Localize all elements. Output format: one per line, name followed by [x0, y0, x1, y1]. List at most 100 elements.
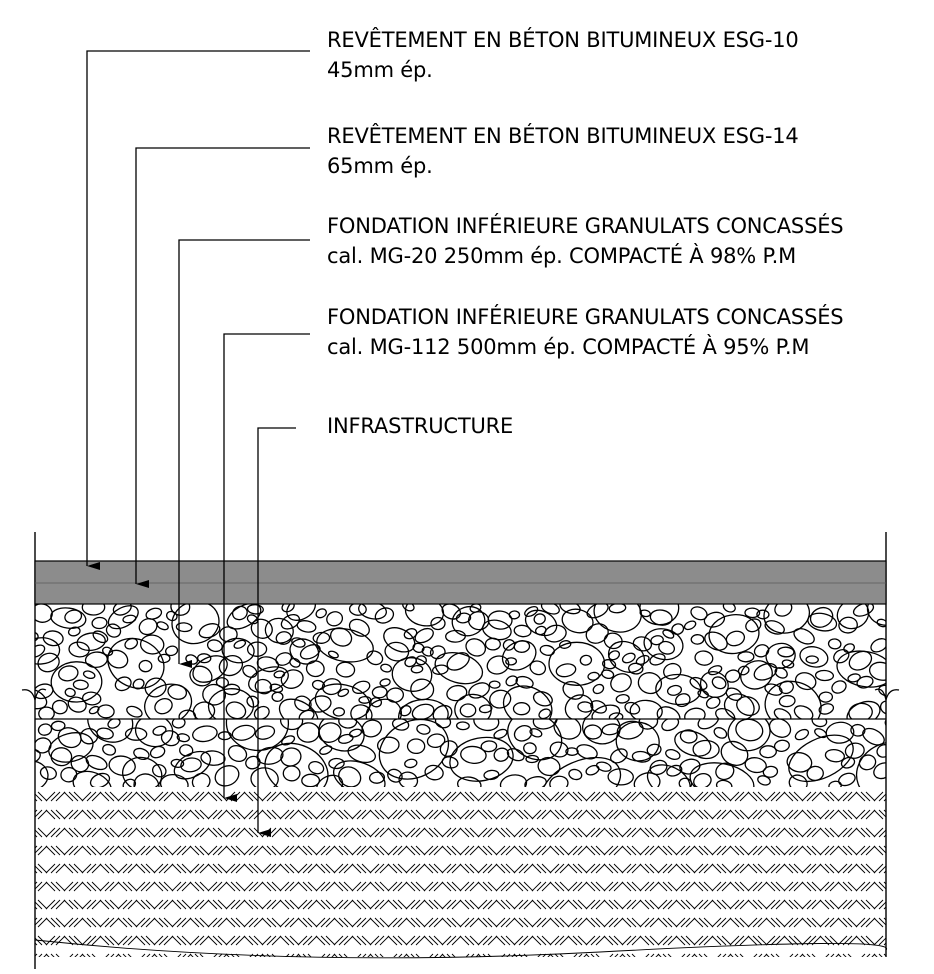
mg20-small-stone — [366, 650, 384, 666]
soil-hatch-stroke — [801, 827, 812, 838]
soil-hatch-stroke — [541, 827, 552, 838]
mg112-small-stone — [480, 740, 498, 753]
mg20-stone — [561, 608, 594, 634]
soil-hatch-stroke — [883, 917, 886, 921]
soil-hatch-stroke — [153, 935, 164, 946]
soil-hatch-stroke — [698, 845, 709, 856]
soil-hatch-stroke — [343, 935, 354, 946]
soil-hatch-stroke — [541, 899, 552, 910]
soil-hatch-stroke — [897, 828, 906, 837]
soil-hatch-stroke — [182, 953, 187, 957]
soil-hatch-stroke — [752, 845, 763, 856]
soil-hatch-stroke — [140, 881, 151, 892]
soil-hatch-stroke — [878, 793, 886, 802]
soil-hatch-stroke — [757, 899, 768, 910]
soil-hatch-stroke — [145, 827, 156, 838]
soil-hatch-stroke — [325, 935, 336, 946]
soil-hatch-stroke — [158, 935, 169, 946]
soil-hatch-stroke — [487, 809, 498, 820]
soil-hatch-stroke — [662, 917, 673, 928]
soil-hatch-stroke — [752, 917, 763, 928]
mg112-small-stone — [50, 720, 66, 732]
mg20-small-stone — [81, 691, 102, 706]
soil-hatch-stroke — [505, 827, 516, 838]
soil-hatch-stroke — [140, 827, 151, 838]
mg112-stone — [264, 742, 329, 787]
soil-hatch-stroke — [127, 935, 138, 946]
soil-hatch-stroke — [883, 870, 886, 874]
soil-hatch-stroke — [847, 809, 858, 820]
soil-hatch-stroke — [439, 953, 444, 957]
soil-hatch-stroke — [194, 953, 199, 957]
soil-hatch-stroke — [99, 791, 110, 802]
soil-hatch-stroke — [892, 954, 901, 963]
soil-hatch-stroke — [847, 953, 852, 957]
soil-hatch-stroke — [110, 953, 115, 957]
mg20-small-stone — [299, 644, 321, 660]
soil-hatch-stroke — [603, 881, 614, 892]
soil-hatch-stroke — [523, 899, 534, 910]
soil-hatch-stroke — [518, 845, 529, 856]
soil-hatch-stroke — [243, 899, 254, 910]
soil-hatch-stroke — [675, 899, 686, 910]
soil-hatch-stroke — [207, 899, 218, 910]
mg20-aggregate-layer — [35, 604, 886, 719]
soil-hatch-stroke — [50, 935, 61, 946]
soil-hatch-stroke — [104, 881, 115, 892]
soil-hatch-stroke — [531, 845, 542, 856]
soil-hatch-stroke — [523, 827, 534, 838]
soil-hatch-stroke — [343, 791, 354, 802]
soil-hatch-stroke — [99, 827, 110, 838]
mg20-small-stone — [615, 694, 630, 704]
soil-hatch-stroke — [482, 845, 493, 856]
mg20-stone — [278, 698, 319, 719]
mg112-small-stone — [610, 748, 628, 764]
soil-hatch-stroke — [878, 829, 886, 838]
soil-hatch-stroke — [464, 845, 475, 856]
mg20-stone — [50, 661, 103, 703]
soil-hatch-stroke — [171, 791, 182, 802]
soil-hatch-stroke — [248, 917, 259, 928]
soil-hatch-stroke — [747, 791, 758, 802]
soil-hatch-stroke — [189, 953, 194, 957]
soil-hatch-stroke — [35, 809, 43, 818]
mg20-small-stone — [67, 696, 87, 713]
soil-hatch-stroke — [338, 881, 349, 892]
soil-hatch-stroke — [662, 827, 673, 838]
soil-hatch-stroke — [428, 917, 439, 928]
soil-hatch-stroke — [410, 791, 421, 802]
soil-hatch-stroke — [513, 845, 524, 856]
soil-hatch-stroke — [765, 881, 776, 892]
soil-hatch-stroke — [361, 917, 372, 928]
soil-hatch-stroke — [338, 917, 349, 928]
mg20-small-stone — [555, 663, 577, 678]
soil-hatch-stroke — [739, 881, 750, 892]
soil-hatch-stroke — [374, 827, 385, 838]
soil-hatch-stroke — [433, 917, 444, 928]
soil-hatch-stroke — [266, 917, 277, 928]
soil-hatch-stroke — [271, 917, 282, 928]
mg20-small-stone — [847, 673, 861, 683]
soil-hatch-stroke — [253, 863, 264, 874]
soil-hatch-stroke — [824, 809, 835, 820]
soil-hatch-stroke — [559, 899, 570, 910]
soil-hatch-stroke — [248, 863, 259, 874]
soil-hatch-stroke — [433, 899, 444, 910]
soil-hatch-stroke — [243, 845, 254, 856]
soil-hatch-stroke — [631, 809, 642, 820]
mg20-small-stone — [744, 607, 761, 619]
soil-hatch-stroke — [140, 863, 151, 874]
soil-hatch-stroke — [446, 809, 457, 820]
mg20-small-stone — [91, 616, 108, 630]
soil-hatch-stroke — [369, 863, 380, 874]
soil-hatch-stroke — [590, 827, 601, 838]
soil-hatch-stroke — [698, 953, 703, 957]
label-foundation-mg20-line2: cal. MG-20 250mm ép. COMPACTÉ À 98% P.M — [327, 244, 797, 268]
soil-hatch-stroke — [572, 791, 583, 802]
soil-hatch-stroke — [721, 827, 732, 838]
mg20-small-stone — [585, 623, 609, 644]
soil-hatch-stroke — [855, 917, 866, 928]
soil-hatch-stroke — [729, 845, 740, 856]
soil-hatch-stroke — [261, 809, 272, 820]
soil-hatch-stroke — [266, 827, 277, 838]
